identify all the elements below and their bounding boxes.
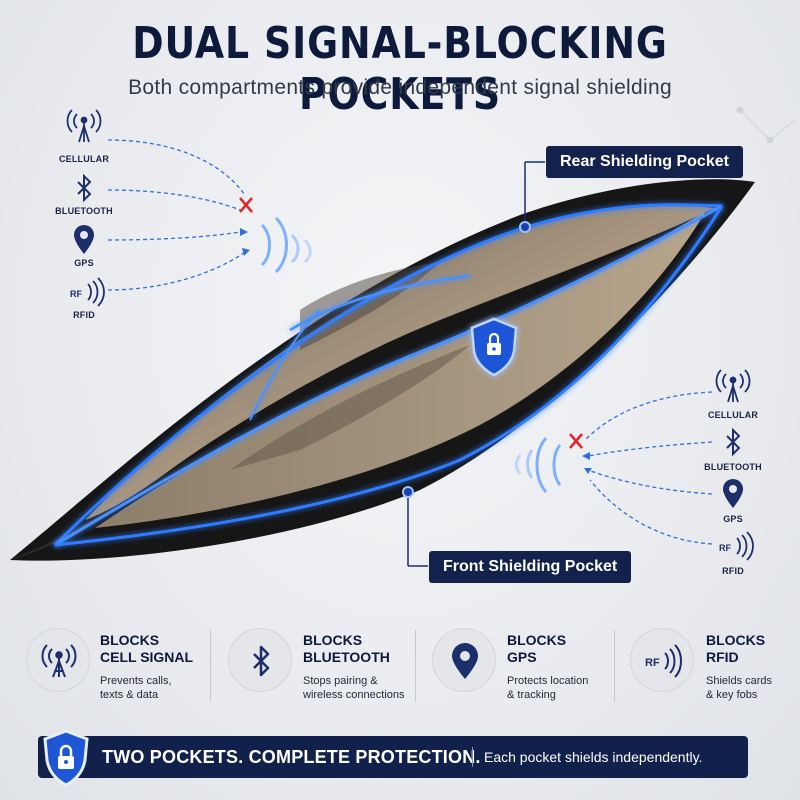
left-cellular-icon — [66, 109, 102, 143]
feature-circle: RF — [630, 628, 694, 692]
banner-separator — [472, 747, 473, 767]
feature-description: Shields cards & key fobs — [706, 674, 772, 702]
feature-heading-line2: CELL SIGNAL — [100, 649, 194, 665]
right-signal-label-gps: GPS — [723, 514, 743, 524]
feature-desc-line2: wireless connections — [303, 689, 405, 701]
feature-heading-line1: BLOCKS — [706, 632, 766, 648]
feature-rfid: RF BLOCKS RFID Shields cards & key fobs — [630, 620, 780, 720]
right-rf-text: RF — [719, 543, 731, 553]
feature-circle — [432, 628, 496, 692]
feature-desc-line1: Protects location — [507, 675, 589, 687]
feature-gps: BLOCKS GPS Protects location & tracking — [432, 620, 612, 720]
feature-divider — [614, 630, 615, 702]
feature-heading-line2: RFID — [706, 649, 739, 665]
right-signal-label-rfid: RFID — [722, 566, 744, 576]
right-cellular-icon — [715, 369, 751, 403]
left-signal-arrows — [107, 139, 246, 291]
right-block-x-icon — [569, 433, 583, 449]
feature-heading: BLOCKS CELL SIGNAL — [100, 632, 193, 666]
page-title: DUAL SIGNAL-BLOCKING POCKETS — [132, 18, 668, 120]
feature-desc-line2: & key fobs — [706, 689, 758, 701]
banner-tail-text: Each pocket shields independently. — [484, 749, 703, 765]
feature-divider — [415, 630, 416, 702]
pouch-illustration: RF RF — [10, 106, 796, 567]
feature-cell-signal: BLOCKS CELL SIGNAL Prevents calls, texts… — [26, 620, 206, 720]
feature-circle — [228, 628, 292, 692]
banner-shield-icon — [43, 729, 89, 787]
left-block-x-icon — [239, 197, 253, 213]
left-signal-label-rfid: RFID — [73, 310, 95, 320]
bluetooth-icon — [253, 645, 270, 677]
feature-desc-line1: Prevents calls, — [100, 675, 172, 687]
left-bluetooth-icon — [77, 173, 92, 203]
feature-divider — [210, 630, 211, 702]
feature-bluetooth: BLOCKS BLUETOOTH Stops pairing & wireles… — [228, 620, 418, 720]
hex-decoration — [736, 106, 796, 144]
right-signal-label-cellular: CELLULAR — [707, 410, 759, 420]
right-arrow-heads — [582, 452, 592, 474]
left-signal-label-gps: GPS — [74, 258, 94, 268]
feature-row: BLOCKS CELL SIGNAL Prevents calls, texts… — [20, 620, 780, 720]
right-signal-label-bluetooth: BLUETOOTH — [704, 462, 762, 472]
feature-desc-line1: Stops pairing & — [303, 675, 378, 687]
right-bluetooth-icon — [726, 427, 741, 457]
gps-pin-icon — [452, 643, 478, 679]
feature-desc-line1: Shields cards — [706, 675, 773, 687]
page-subtitle: Both compartments provide independent si… — [128, 76, 672, 99]
pouch-body — [10, 179, 755, 561]
right-rfid-icon — [736, 531, 754, 561]
left-signal-label-cellular: CELLULAR — [58, 154, 110, 164]
banner-main-text: TWO POCKETS. COMPLETE PROTECTION. — [102, 747, 481, 767]
right-signal-arrows — [584, 391, 713, 545]
left-gps-pin-icon — [74, 225, 94, 254]
feature-heading-line2: GPS — [507, 649, 537, 665]
bottom-banner: TWO POCKETS. COMPLETE PROTECTION. Each p… — [38, 736, 748, 778]
feature-rf-text: RF — [645, 657, 660, 669]
left-signal-label-bluetooth: BLUETOOTH — [55, 206, 113, 216]
front-pocket-leader — [402, 486, 428, 567]
feature-circle — [26, 628, 90, 692]
left-rfid-icon — [87, 277, 105, 307]
feature-heading-line1: BLOCKS — [507, 632, 567, 648]
right-wave-icon — [514, 437, 562, 493]
feature-description: Prevents calls, texts & data — [100, 674, 172, 702]
feature-heading-line2: BLUETOOTH — [303, 649, 390, 665]
left-arrow-heads — [240, 228, 250, 256]
feature-desc-line2: texts & data — [100, 689, 159, 701]
rear-pocket-leader — [519, 161, 545, 233]
rfid-icon: RF — [645, 644, 682, 678]
feature-heading: BLOCKS GPS — [507, 632, 566, 666]
feature-heading-line1: BLOCKS — [303, 632, 363, 648]
rear-pocket-label: Rear Shielding Pocket — [546, 146, 743, 178]
feature-description: Stops pairing & wireless connections — [303, 674, 405, 702]
left-wave-icon — [260, 216, 312, 274]
feature-heading-line1: BLOCKS — [100, 632, 160, 648]
shield-lock-icon — [470, 317, 518, 377]
front-pocket-label: Front Shielding Pocket — [429, 551, 632, 583]
feature-heading: BLOCKS BLUETOOTH — [303, 632, 390, 666]
feature-description: Protects location & tracking — [507, 674, 588, 702]
cell-tower-icon — [41, 644, 77, 678]
feature-heading: BLOCKS RFID — [706, 632, 765, 666]
feature-desc-line2: & tracking — [507, 689, 556, 701]
right-gps-pin-icon — [723, 479, 743, 508]
left-rf-text: RF — [70, 289, 82, 299]
